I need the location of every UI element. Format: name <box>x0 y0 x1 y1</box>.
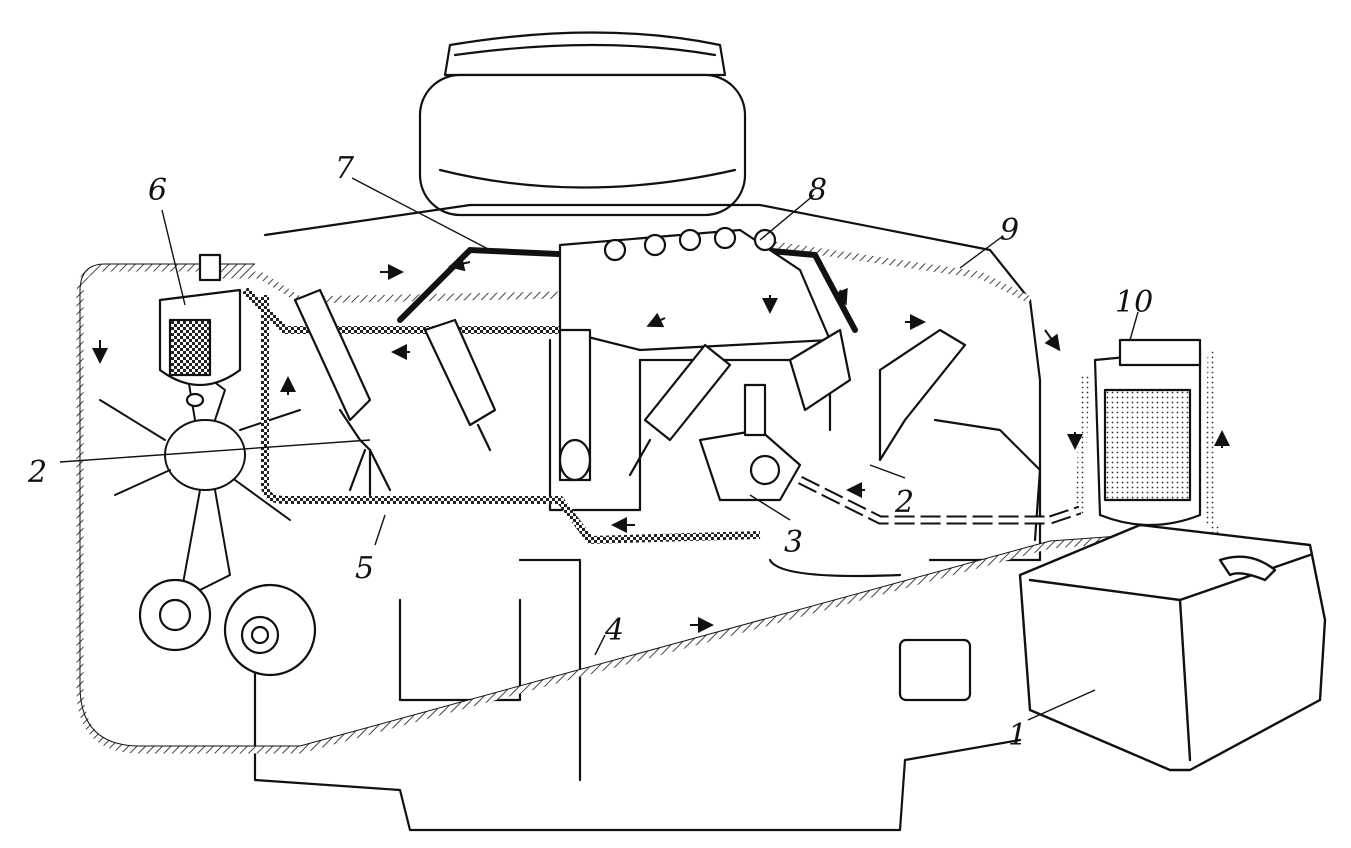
part-labels: 1 2 2 3 4 5 6 7 8 9 10 <box>27 151 1153 753</box>
label-1: 1 <box>1008 718 1027 753</box>
label-2b: 2 <box>894 485 914 520</box>
pulleys <box>138 578 317 677</box>
label-3: 3 <box>784 525 803 560</box>
fuel-line-5 <box>261 295 761 545</box>
label-2a: 2 <box>27 455 47 490</box>
air-cleaner <box>418 31 747 217</box>
label-7: 7 <box>335 151 355 186</box>
label-6: 6 <box>148 173 167 208</box>
injection-pump <box>558 226 832 482</box>
label-8: 8 <box>808 173 827 208</box>
label-4: 4 <box>604 613 624 648</box>
label-10: 10 <box>1115 285 1153 320</box>
fan <box>99 359 301 601</box>
fuel-tank-1 <box>1018 523 1327 772</box>
label-5: 5 <box>355 551 374 586</box>
leader-lines <box>59 177 1139 721</box>
fuel-filter-6 <box>158 253 242 408</box>
drain-line-9 <box>220 236 1032 304</box>
injectors <box>293 288 967 497</box>
flow-arrows <box>92 255 1230 633</box>
transfer-pump-3 <box>698 383 802 502</box>
fuel-line-to-pump <box>242 287 560 334</box>
label-9: 9 <box>1000 213 1019 248</box>
